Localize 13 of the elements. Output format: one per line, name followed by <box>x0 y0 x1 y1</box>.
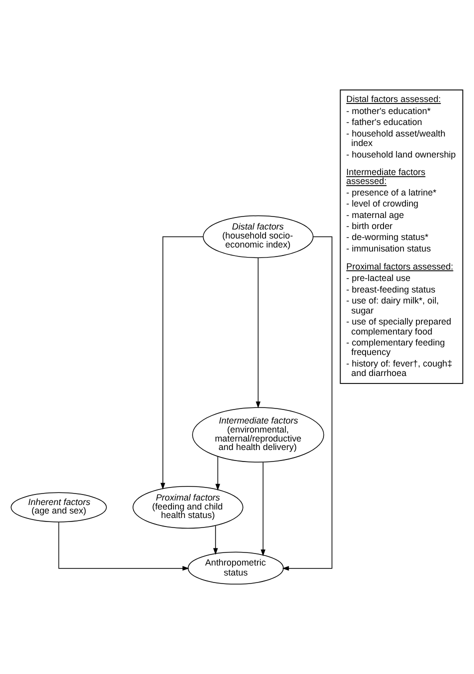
node-ellipse: Inherent factors (age and sex) <box>10 492 107 522</box>
arrow <box>215 456 220 491</box>
node-ellipse: Anthropometric status <box>188 552 284 585</box>
node-ellipse: Intermediate factors (environmental, maternal/reproductive and health delivery) <box>192 407 324 462</box>
arrow <box>260 462 266 556</box>
arrow <box>213 526 218 555</box>
arrow <box>256 258 260 408</box>
node-ellipse: Proximal factors (feeding and child health status) <box>132 486 244 529</box>
node-ellipse: Distal factors (household socio-economic index) <box>202 215 314 258</box>
arrow <box>282 236 332 571</box>
node-box: Distal factors assessed: - mother's education* - father's education - household asset/wealth index - household land ownership Intermediate factors assessed: - presence of a latrine* - level of crowding - maternal age - birth order - de-worming status* - immunisation status Proximal factors assessed: - pre-lacteal use - breast-feeding status - use of: dairy milk*, oil, sugar - use of specially prepared complementary food - complementary feeding frequency - history of: fever†, cough‡ and diarrhoea <box>340 90 464 384</box>
arrow <box>160 236 204 490</box>
arrow <box>58 522 190 571</box>
